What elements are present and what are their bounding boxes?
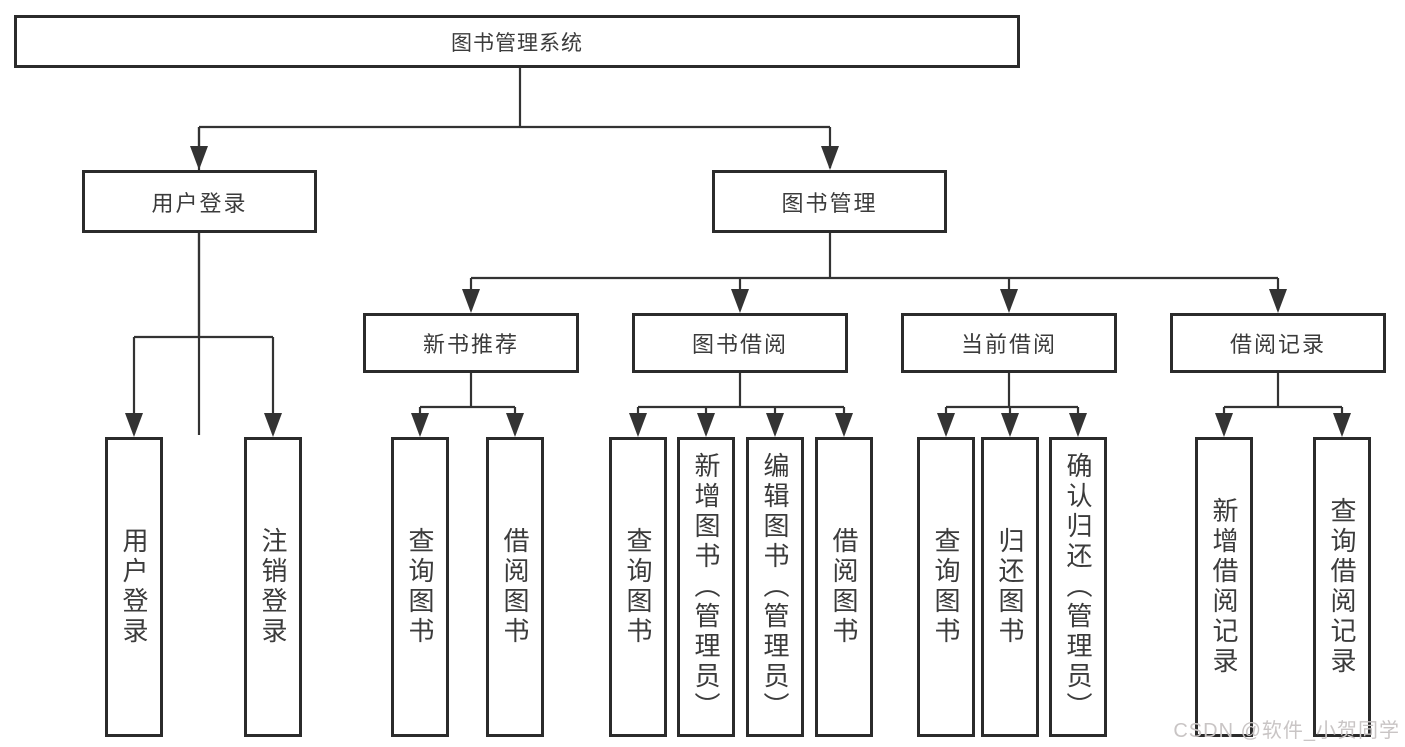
leaf-borrow-book: 借阅图书 [815,437,873,737]
leaf-logout: 注销登录 [244,437,302,737]
node-book-management: 图书管理 [712,170,947,233]
edge-book-mgmt-children [462,233,1287,313]
leaf-return-book: 归还图书 [981,437,1039,737]
leaf-add-book-admin: 新增图书（管理员） [677,437,735,737]
leaf-borrow-book-recommend: 借阅图书 [486,437,544,737]
leaf-query-book-borrow: 查询图书 [609,437,667,737]
edge-user-login-children [125,233,282,437]
edge-book-borrow-children [629,373,853,437]
leaf-confirm-return-admin: 确认归还（管理员） [1049,437,1107,737]
leaf-query-borrow-record: 查询借阅记录 [1313,437,1371,737]
edge-new-book-rec-children [411,373,524,437]
leaf-edit-book-admin: 编辑图书（管理员） [746,437,804,737]
leaf-query-book-recommend: 查询图书 [391,437,449,737]
leaf-add-borrow-record: 新增借阅记录 [1195,437,1253,737]
node-book-borrow: 图书借阅 [632,313,848,373]
leaf-query-book-current: 查询图书 [917,437,975,737]
node-system-root: 图书管理系统 [14,15,1020,68]
node-new-book-recommend: 新书推荐 [363,313,579,373]
node-borrow-records: 借阅记录 [1170,313,1386,373]
edge-borrow-records-children [1215,373,1351,437]
edge-current-borrow-children [937,373,1087,437]
node-user-login: 用户登录 [82,170,317,233]
leaf-user-login: 用户登录 [105,437,163,737]
node-current-borrow: 当前借阅 [901,313,1117,373]
edge-root-to-level2 [190,68,839,435]
